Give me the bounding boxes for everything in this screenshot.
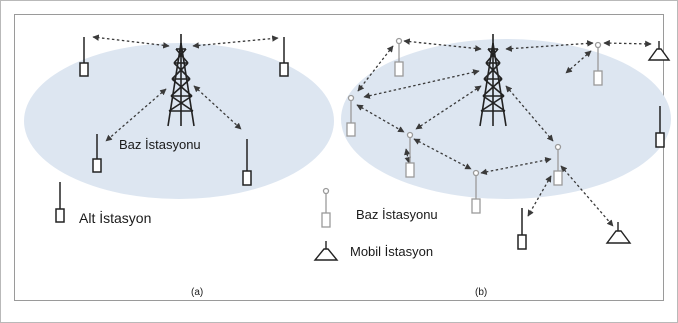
relay-station-icon bbox=[394, 37, 404, 77]
link-a-2 bbox=[192, 35, 279, 49]
relay-station-icon bbox=[471, 169, 481, 214]
link-a-4 bbox=[193, 85, 242, 130]
substation-icon bbox=[242, 139, 252, 186]
relay-station-icon bbox=[553, 143, 563, 186]
tower-icon bbox=[479, 34, 507, 127]
substation-icon bbox=[79, 37, 89, 77]
mobile-station-icon bbox=[605, 222, 632, 244]
link-b-9 bbox=[356, 104, 405, 133]
mobile-station-icon bbox=[647, 41, 671, 61]
link-a-3 bbox=[105, 88, 167, 142]
relay-station-icon bbox=[593, 41, 603, 86]
caption-b: (b) bbox=[475, 287, 488, 298]
figure-panel bbox=[14, 14, 664, 301]
tower-icon bbox=[167, 34, 195, 127]
link-b-10 bbox=[413, 138, 472, 170]
substation-icon bbox=[92, 134, 102, 173]
base-station-label: Baz İstasyonu bbox=[119, 137, 201, 152]
substation-legend-icon bbox=[55, 182, 65, 223]
link-b-7 bbox=[565, 50, 592, 74]
caption-a: (a) bbox=[191, 287, 204, 298]
link-a-1 bbox=[92, 34, 170, 49]
base-station-legend-label: Baz İstasyonu bbox=[356, 207, 438, 222]
link-b-8 bbox=[505, 85, 554, 142]
coverage-area-b bbox=[341, 39, 671, 199]
substation-icon bbox=[655, 106, 665, 148]
mobile-station-legend-label: Mobil İstasyon bbox=[350, 244, 434, 259]
link-b-12 bbox=[560, 165, 614, 227]
substation-icon bbox=[517, 208, 527, 250]
relay-station-icon bbox=[405, 131, 415, 178]
substation-icon bbox=[279, 37, 289, 77]
link-b-11 bbox=[480, 156, 552, 176]
relay-station-icon bbox=[346, 94, 356, 137]
sub-station-legend-label: Alt İstasyon bbox=[79, 210, 152, 226]
link-b-3 bbox=[603, 39, 652, 48]
mobile-station-legend-icon bbox=[313, 241, 339, 261]
relay-station-legend-icon bbox=[321, 187, 331, 228]
link-b-14 bbox=[404, 148, 411, 164]
